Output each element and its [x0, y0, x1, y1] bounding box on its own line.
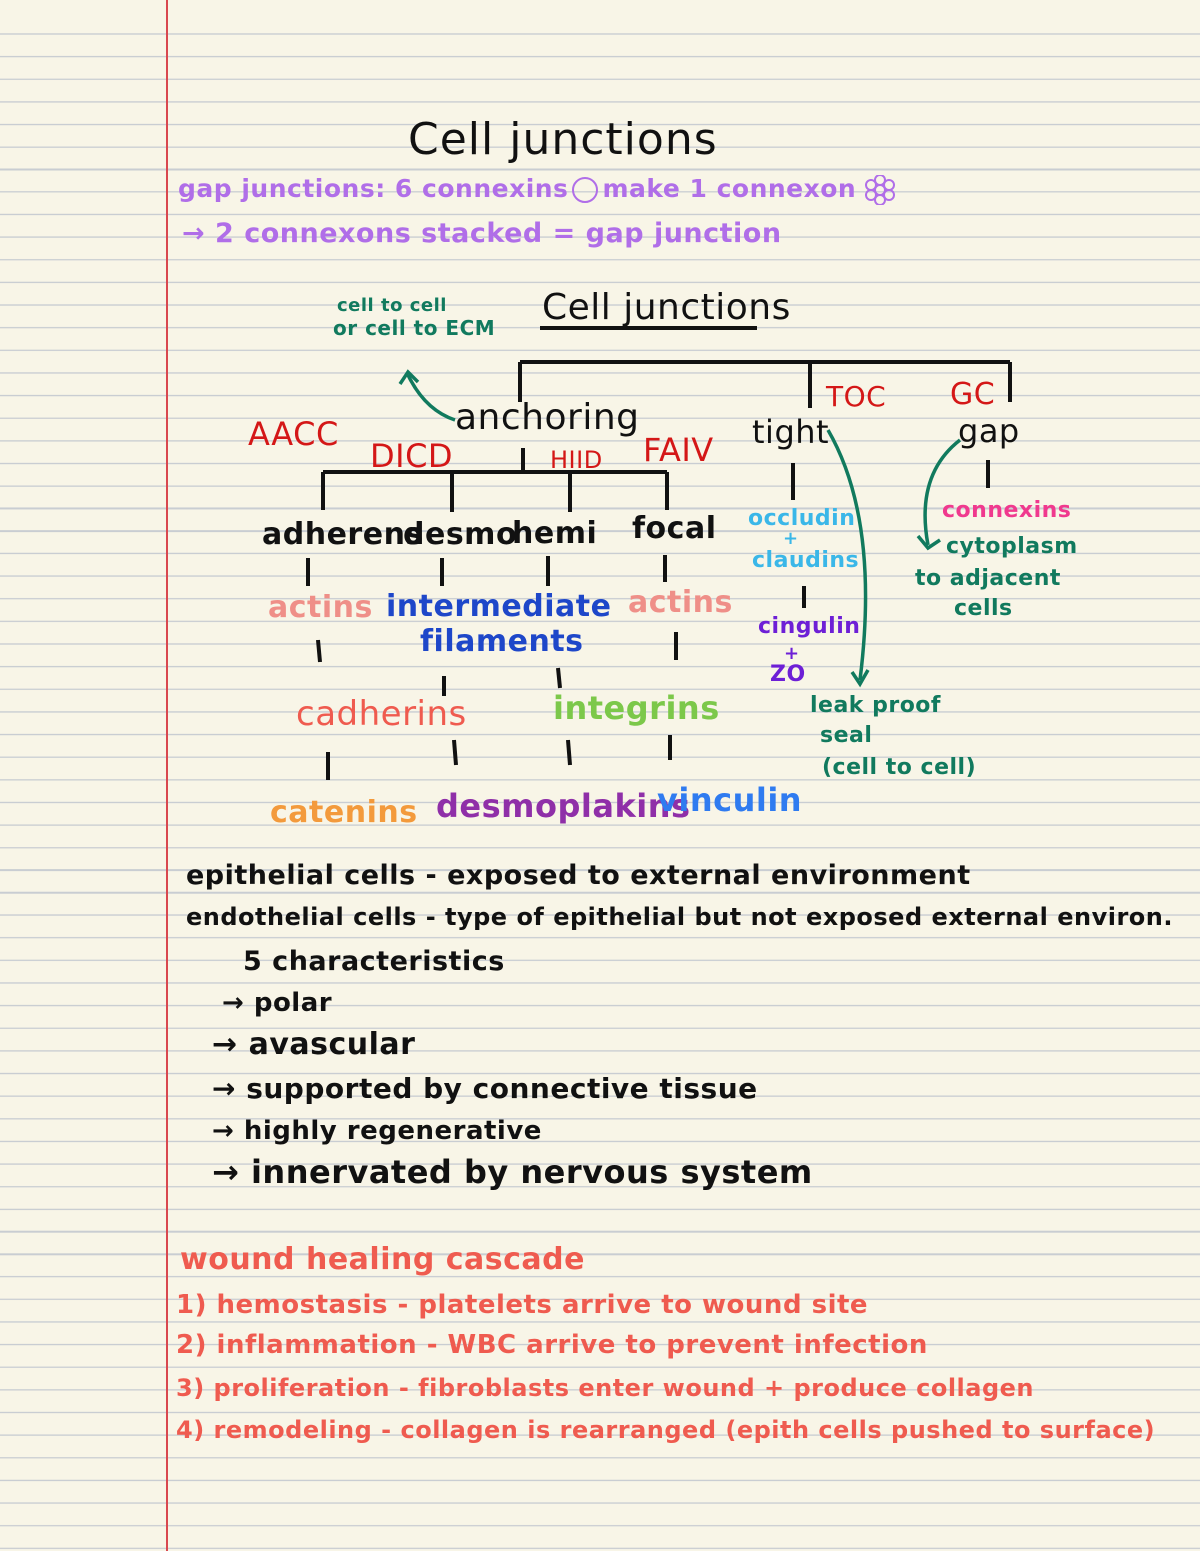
tight-cingulin: cingulin: [758, 614, 861, 639]
abbrev-aacc: AACC: [248, 415, 339, 453]
page-title: Cell junctions: [408, 114, 718, 165]
connexon-flower-icon: [865, 175, 896, 205]
gap-cytoplasm: cytoplasm: [946, 534, 1078, 559]
abbrev-dicd: DICD: [370, 437, 454, 475]
gap-cells: cells: [954, 596, 1013, 621]
wound-step-4: 4) remodeling - collagen is rearranged (…: [176, 1416, 1156, 1444]
gap-note-part-b: make 1 connexon: [602, 174, 857, 203]
characteristic-2: → avascular: [212, 1027, 416, 1062]
abbrev-hiid: HIID: [550, 446, 603, 474]
leak-proof-line1: leak proof: [810, 693, 941, 718]
subtype-adherens: adherens: [262, 517, 424, 552]
wound-step-1: 1) hemostasis - platelets arrive to woun…: [176, 1290, 869, 1320]
tight-zo: ZO: [770, 662, 806, 687]
wound-step-3: 3) proliferation - fibroblasts enter wou…: [176, 1374, 1035, 1402]
characteristic-3: → supported by connective tissue: [212, 1072, 758, 1105]
characteristic-4: → highly regenerative: [212, 1116, 542, 1146]
margin-line: [166, 0, 168, 1551]
tree-note-line1: cell to cell: [337, 295, 447, 316]
leak-proof-line3: (cell to cell): [822, 755, 977, 780]
catenins: catenins: [270, 795, 418, 830]
characteristic-1: → polar: [222, 988, 333, 1018]
gap-connexins: connexins: [942, 498, 1072, 523]
intermediate-line1: intermediate: [386, 589, 612, 624]
desmoplakins: desmoplakins: [436, 787, 691, 825]
epithelial-line1: epithelial cells - exposed to external e…: [186, 860, 971, 891]
tight-claudins: claudins: [752, 548, 860, 573]
gap-note-line1: gap junctions: 6 connexins make 1 connexo…: [178, 175, 898, 205]
leak-proof-line2: seal: [820, 723, 873, 748]
tight-occludin: occludin: [748, 506, 856, 531]
node-anchoring: anchoring: [455, 397, 640, 438]
gap-note-part-a: gap junctions: 6 connexins: [178, 174, 569, 203]
cadherins: cadherins: [296, 694, 467, 734]
vinculin: vinculin: [657, 781, 803, 819]
subtype-hemi: hemi: [512, 516, 598, 551]
gap-to-adjacent: to adjacent: [915, 566, 1061, 591]
abbrev-faiv: FAIV: [643, 431, 714, 469]
gap-note-line2: → 2 connexons stacked = gap junction: [182, 218, 782, 249]
tight-plus-1: +: [783, 528, 799, 549]
node-tight: tight: [752, 413, 830, 451]
actins-right: actins: [628, 585, 733, 620]
node-gap: gap: [958, 412, 1020, 450]
tight-plus-2: +: [784, 643, 800, 664]
epithelial-line2: endothelial cells - type of epithelial b…: [186, 903, 1173, 931]
wound-heading: wound healing cascade: [180, 1242, 585, 1277]
tree-note-line2: or cell to ECM: [333, 316, 496, 340]
actins-left: actins: [268, 590, 373, 625]
wound-step-2: 2) inflammation - WBC arrive to prevent …: [176, 1330, 928, 1360]
characteristic-5: → innervated by nervous system: [212, 1153, 813, 1191]
abbrev-gc: GC: [950, 377, 996, 412]
tree-title: Cell junctions: [542, 287, 791, 328]
abbrev-toc: TOC: [826, 380, 887, 413]
subtype-desmo: desmo: [403, 517, 518, 552]
intermediate-line2: filaments: [420, 624, 584, 659]
characteristics-heading: 5 characteristics: [243, 946, 505, 977]
integrins: integrins: [553, 689, 720, 727]
subtype-focal: focal: [632, 511, 717, 546]
circle-icon: [572, 177, 599, 203]
